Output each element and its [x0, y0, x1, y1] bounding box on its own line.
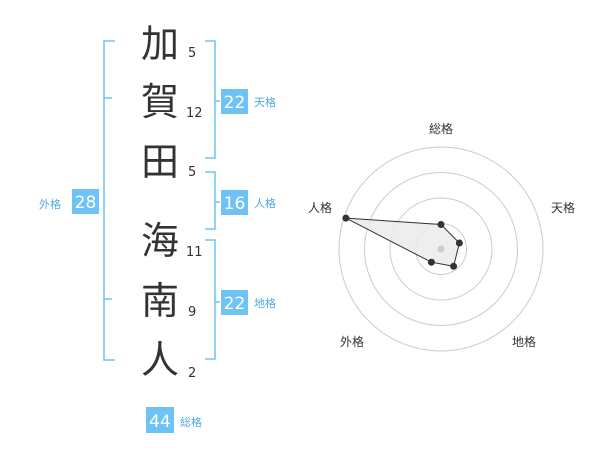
chikaku-label: 地格: [254, 296, 276, 310]
jinkaku-badge: 16 人格: [221, 190, 276, 215]
radar-point-1: [437, 221, 445, 228]
jinkaku-bracket: [205, 171, 220, 230]
tenkaku-bracket: [205, 40, 220, 159]
soukaku-value: 44: [149, 412, 171, 432]
gaikaku-bracket: [103, 40, 115, 361]
radar-ring: [338, 146, 544, 352]
stroke-counts: 5 12 5 11 9 2: [186, 46, 203, 381]
name-char-5: 南: [141, 279, 179, 323]
name-char-4: 海: [141, 219, 179, 263]
soukaku-badge: 44 総格: [146, 407, 202, 433]
name-char-3: 田: [141, 140, 179, 184]
name-char-1: 加: [141, 22, 179, 66]
radar-label-tenkaku: 天格: [551, 200, 575, 215]
name-characters: 加 賀 田 海 南 人: [141, 22, 179, 382]
radar-label-jinkaku: 人格: [308, 200, 332, 215]
tenkaku-badge: 22 天格: [221, 89, 276, 114]
gaikaku-badge: 外格 28: [39, 189, 99, 214]
chikaku-badge: 22 地格: [221, 290, 276, 315]
jinkaku-label: 人格: [254, 196, 276, 210]
tenkaku-value: 22: [224, 93, 246, 113]
stroke-count-4: 11: [186, 245, 203, 260]
radar-label-soukaku: 総格: [429, 121, 453, 136]
radar-point-4: [427, 258, 435, 266]
stroke-count-3: 5: [188, 165, 196, 180]
jinkaku-value: 16: [224, 194, 246, 214]
radar-polygon: [345, 217, 460, 267]
soukaku-label: 総格: [180, 415, 202, 429]
stroke-count-1: 5: [188, 46, 196, 61]
radar-point-2: [455, 239, 463, 247]
chikaku-bracket: [205, 239, 220, 360]
stroke-count-6: 2: [188, 366, 196, 381]
radar-label-gaikaku: 外格: [340, 334, 364, 349]
radar-axis-labels: 総格 天格 地格 外格 人格: [308, 121, 575, 349]
radar-points: [342, 214, 463, 270]
radar-point-5: [342, 214, 350, 222]
radar-ring: [364, 172, 518, 326]
name-char-2: 賀: [141, 80, 179, 124]
radar-point-3: [450, 262, 458, 270]
chikaku-value: 22: [224, 294, 246, 314]
radar-label-chikaku: 地格: [512, 334, 536, 349]
radar-chart: 総格 天格 地格 外格 人格: [308, 121, 575, 352]
tenkaku-label: 天格: [254, 95, 276, 109]
radar-ring: [389, 197, 493, 301]
radar-center-dot: [437, 245, 445, 253]
gaikaku-value: 28: [75, 193, 97, 213]
stroke-count-2: 12: [186, 106, 203, 121]
gaikaku-label: 外格: [39, 197, 61, 211]
name-char-6: 人: [141, 338, 179, 382]
stroke-count-5: 9: [188, 305, 196, 320]
